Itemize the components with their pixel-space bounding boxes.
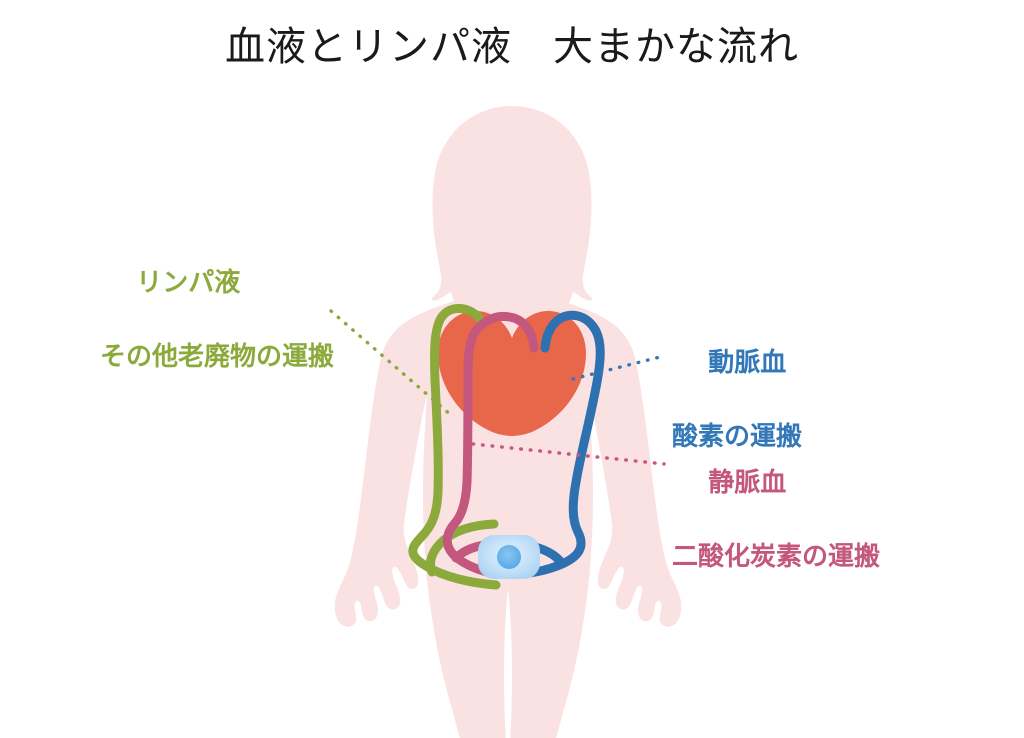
cell-nucleus (497, 545, 521, 569)
label-lymph-line2: その他老廃物の運搬 (100, 341, 335, 372)
head-shape (431, 106, 593, 354)
lymph-leader-line (329, 309, 454, 418)
label-artery-line2: 酸素の運搬 (672, 421, 803, 452)
vein-leader-line (471, 442, 666, 466)
page-title: 血液とリンパ液 大まかな流れ (225, 24, 799, 70)
cell-organ (478, 535, 540, 579)
label-lymph-line1: リンパ液 (136, 267, 241, 298)
label-artery: 動脈血 酸素の運搬 (672, 308, 802, 529)
label-artery-line1: 動脈血 (708, 347, 787, 378)
label-vein: 静脈血 二酸化炭素の運搬 (672, 428, 880, 649)
label-vein-line2: 二酸化炭素の運搬 (672, 541, 881, 572)
label-lymph: リンパ液 その他老廃物の運搬 (100, 228, 334, 449)
label-vein-line1: 静脈血 (708, 467, 787, 498)
